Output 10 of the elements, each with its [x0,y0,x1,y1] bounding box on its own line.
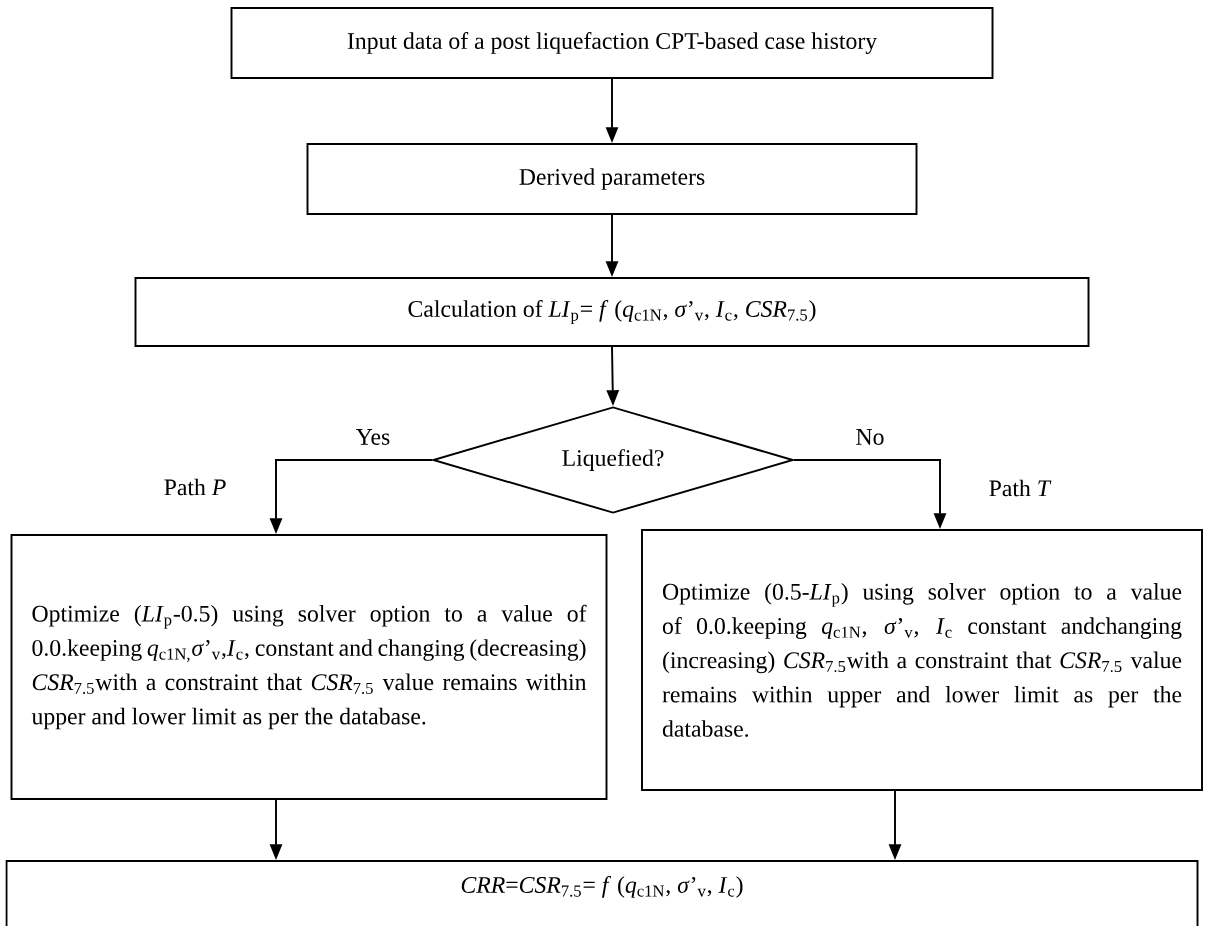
path-label: Path P [164,478,226,496]
process-box: Input data of a post liquefaction CPT-based case history [230,7,994,79]
edge-label: No [853,427,887,447]
path-label: Path T [989,479,1052,497]
process-box: Derived parameters [306,143,918,215]
process-box: Calculation of LI$_{p}$= f (q$_{c1N}$, σ’$_{v}$, I$_{c}$, CSR$_{7.5}$) [134,277,1090,347]
process-box: Optimize (LI$_{p}$-0.5) using solver option to a value of 0.0.keeping q$_{c1N,}$σ’$_{v}$,I$_{c}$, constant and changing (decreasing) CSR$_{7.5}$with a constraint that CSR$_{7.5}$ value remains within upper and lower limit as per the database. [10,534,608,800]
process-box: Optimize (0.5-LI$_{p}$) using solver option to a value of 0.0.keeping q$_{c1N}$, σ’$_{v}$, I$_{c}$ constant andchanging (increasing) CSR$_{7.5}$with a constraint that CSR$_{7.5}$ value remains within upper and lower limit as per the database. [641,529,1203,791]
edge-label: Yes [354,427,392,447]
process-box: CRR=CSR$_{7.5}$= f (q$_{c1N}$, σ’$_{v}$, I$_{c}$) [5,860,1199,926]
